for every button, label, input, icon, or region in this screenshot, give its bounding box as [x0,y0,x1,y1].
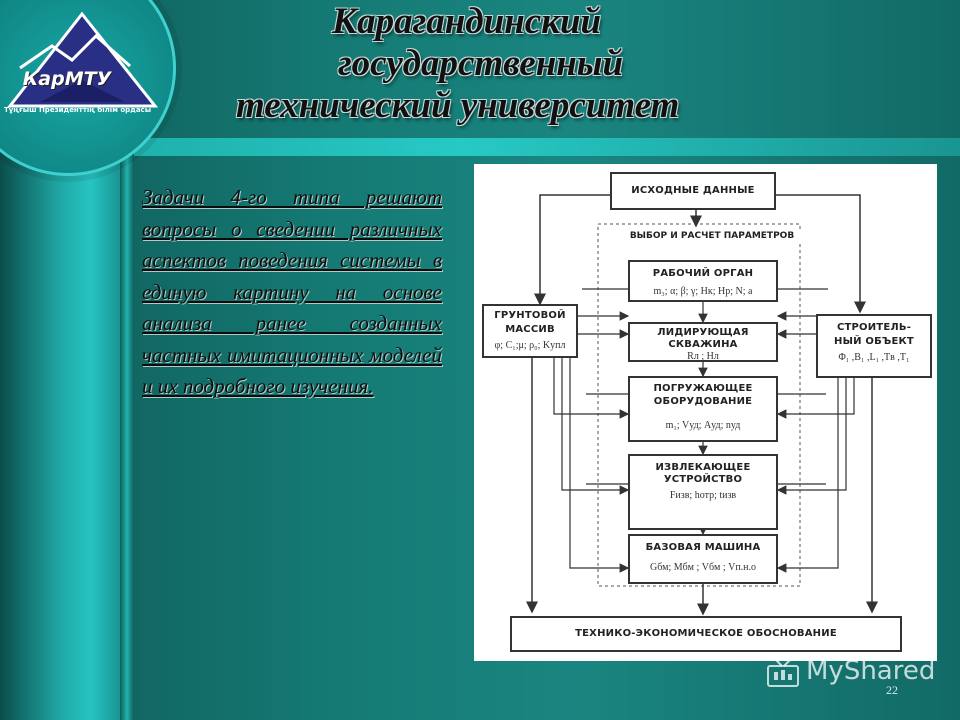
structure-label-2: НЫЙ ОБЪЕКТ [834,336,914,347]
extractor-box: ИЗВЛЕКАЮЩЕЕ УСТРОЙСТВО Fизв; hотр; tизв [628,454,778,530]
logo-name: КарМТУ [22,68,112,90]
mountain-logo-icon [6,11,159,108]
diagram-connectors [526,194,878,616]
leading-well-params: Rл ; Нл [687,351,719,362]
work-organ-params: m₃; α; β; γ; Hк; Hр; N; a [653,286,753,297]
source-data-label: ИСХОДНЫЕ ДАННЫЕ [631,185,755,196]
task-description: Задачи 4-го типа решают вопросы о сведен… [142,185,442,398]
feasibility-label: ТЕХНИКО-ЭКОНОМИЧЕСКОЕ ОБОСНОВАНИЕ [575,628,837,639]
myshared-logo-icon [767,659,799,687]
extractor-label-2: УСТРОЙСТВО [663,474,743,485]
leading-well-label-2: СКВАЖИНА [668,339,738,350]
work-organ-label: РАБОЧИЙ ОРГАН [652,268,754,279]
structure-params: Φ₁ ,B₁ ,L₁ ,Tв ,T₁ [838,352,910,363]
soil-label-1: ГРУНТОВОЙ [494,310,566,321]
title-line-3: технический университет [236,85,680,126]
immersion-params: m₁; Vуд; Aуд; nуд [665,420,741,431]
watermark-text: MyShared [806,656,936,686]
feasibility-box: ТЕХНИКО-ЭКОНОМИЧЕСКОЕ ОБОСНОВАНИЕ [510,616,902,652]
decor-pillar [120,150,134,720]
title-line-2: государственный [338,43,624,84]
work-organ-box: РАБОЧИЙ ОРГАН m₃; α; β; γ; Hк; Hр; N; a [628,260,778,302]
slide-number: 22 [886,683,898,697]
base-machine-box: БАЗОВАЯ МАШИНА Gбм; Mбм ; Vбм ; Vп.н.о [628,534,778,584]
base-machine-label: БАЗОВАЯ МАШИНА [645,542,761,553]
soil-massif-box: ГРУНТОВОЙ МАССИВ φ; C₁;μ; ρ₀; Kупл [482,304,578,358]
soil-params: φ; C₁;μ; ρ₀; Kупл [494,340,566,351]
logo-subtitle: Тұңғыш Президенттің білім ордасы [3,106,152,114]
soil-label-2: МАССИВ [505,324,555,335]
base-machine-params: Gбм; Mбм ; Vбм ; Vп.н.о [649,562,757,573]
immersion-label-2: ОБОРУДОВАНИЕ [653,396,753,407]
flow-diagram: ИСХОДНЫЕ ДАННЫЕ ВЫБОР И РАСЧЕТ ПАРАМЕТРО… [474,164,937,661]
source-data-box: ИСХОДНЫЕ ДАННЫЕ [610,172,776,210]
immersion-equipment-box: ПОГРУЖАЮЩЕЕ ОБОРУДОВАНИЕ m₁; Vуд; Aуд; n… [628,376,778,442]
title-line-1: Карагандинский [332,1,602,42]
leading-well-label-1: ЛИДИРУЮЩАЯ [657,327,749,338]
top-decor-band [130,138,960,156]
selection-frame-label: ВЫБОР И РАСЧЕТ ПАРАМЕТРОВ [602,231,822,241]
leading-well-box: ЛИДИРУЮЩАЯ СКВАЖИНА Rл ; Нл [628,322,778,362]
extractor-params: Fизв; hотр; tизв [669,490,737,501]
structure-box: СТРОИТЕЛЬ- НЫЙ ОБЪЕКТ Φ₁ ,B₁ ,L₁ ,Tв ,T₁ [816,314,932,378]
structure-label-1: СТРОИТЕЛЬ- [836,322,912,333]
extractor-label-1: ИЗВЛЕКАЮЩЕЕ [655,462,751,473]
immersion-label-1: ПОГРУЖАЮЩЕЕ [653,383,753,394]
